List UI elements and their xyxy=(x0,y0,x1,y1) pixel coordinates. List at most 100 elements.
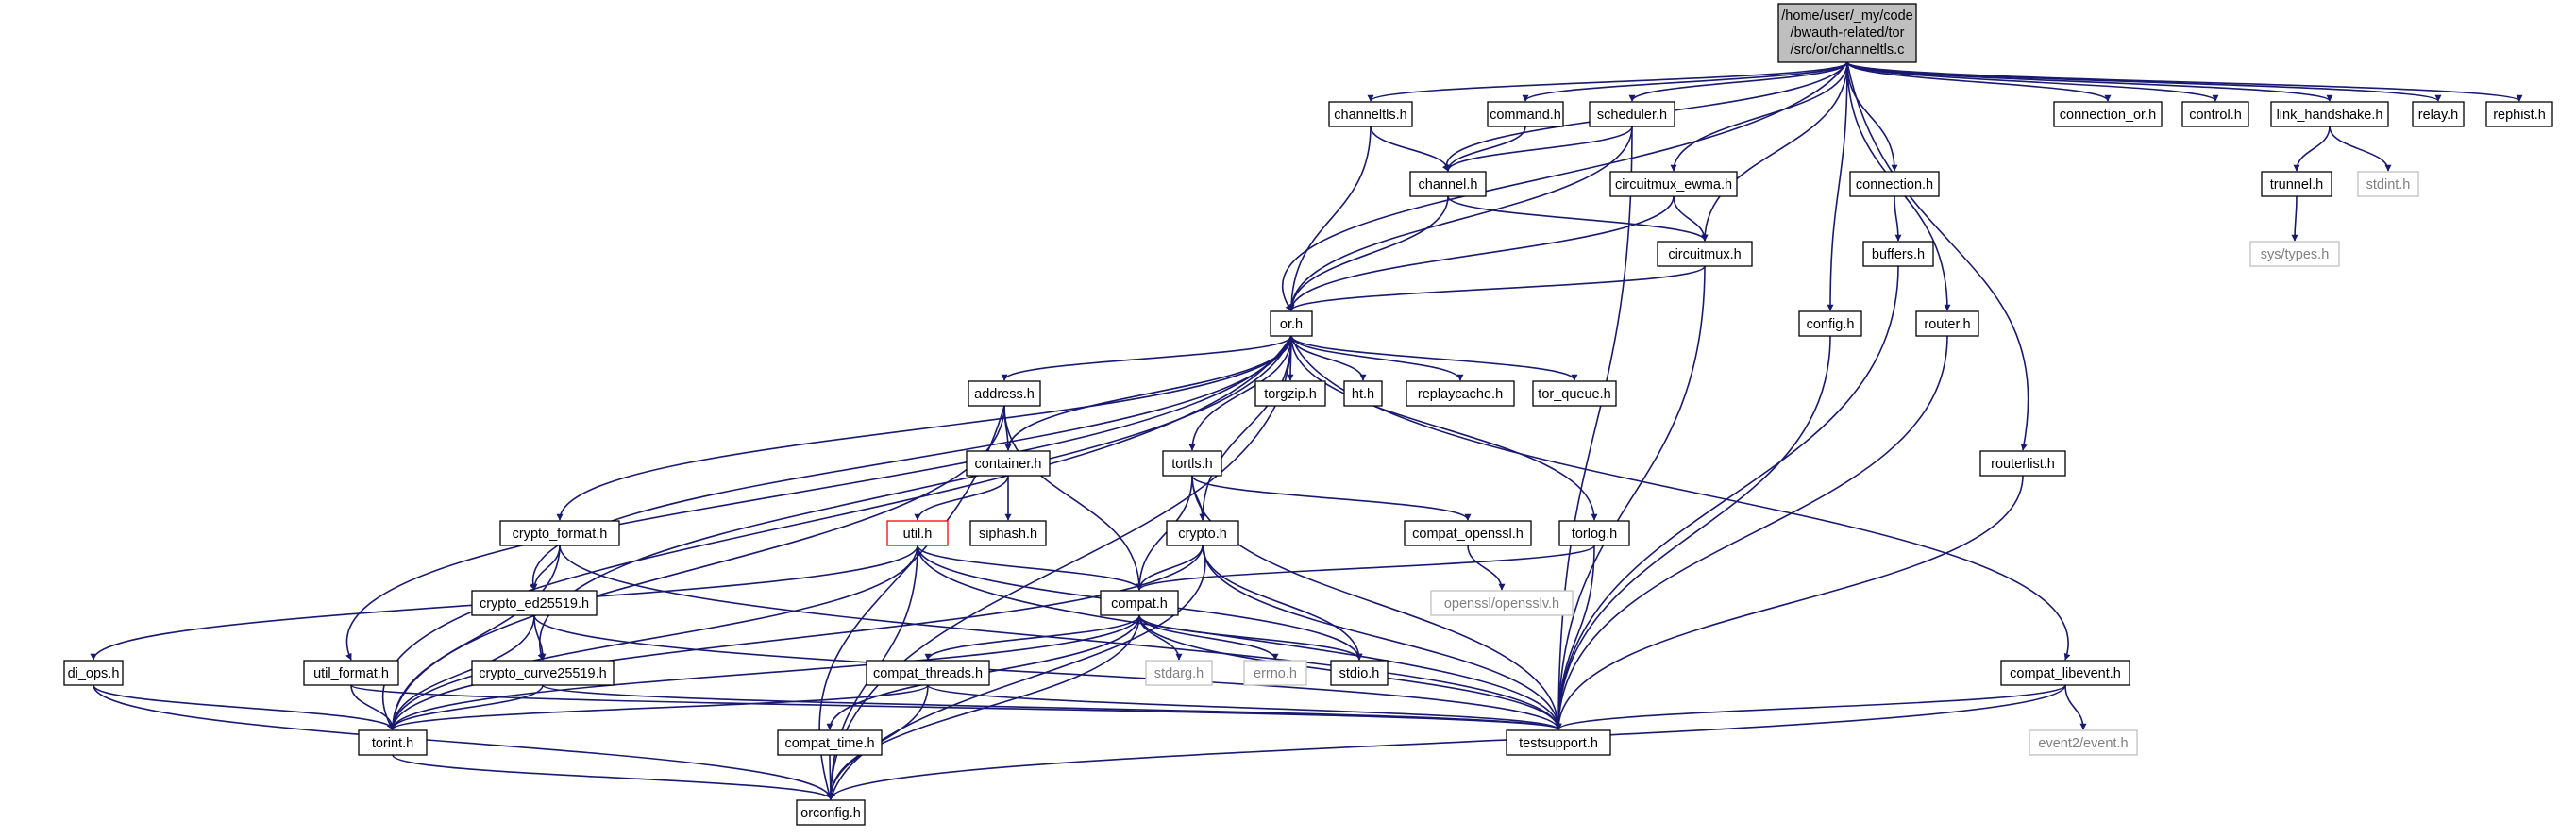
edge-root-to-rephist_h xyxy=(1846,61,2523,102)
node-testsupport-h[interactable]: testsupport.h xyxy=(1506,729,1611,756)
node-tortls-h[interactable]: tortls.h xyxy=(1162,450,1222,477)
edge-or_h-to-crypto_format_h xyxy=(556,335,1292,521)
node-torlog-h[interactable]: torlog.h xyxy=(1558,520,1630,546)
edge-circuitmux_h-to-or_h xyxy=(1288,265,1706,311)
node-buffers-h[interactable]: buffers.h xyxy=(1862,241,1934,267)
node-compat-time-h[interactable]: compat_time.h xyxy=(777,729,883,756)
node-routerlist-h[interactable]: routerlist.h xyxy=(1979,450,2066,477)
node-scheduler-h[interactable]: scheduler.h xyxy=(1589,101,1675,127)
node-control-h[interactable]: control.h xyxy=(2181,101,2249,127)
node-channeltls-h[interactable]: channeltls.h xyxy=(1328,101,1413,127)
edge-compat_libevent_h-to-orconfig_h xyxy=(827,684,2066,800)
node-label: config.h xyxy=(1807,317,1855,332)
node-compat-libevent-h[interactable]: compat_libevent.h xyxy=(2000,660,2130,686)
node-label: di_ops.h xyxy=(68,666,120,681)
node-channel-h[interactable]: channel.h xyxy=(1409,171,1487,197)
node-box xyxy=(1343,380,1383,407)
edge-command_h-to-channel_h xyxy=(1444,126,1526,172)
edge-root-to-connection_h xyxy=(1846,61,1898,172)
edge-or_h-to-tor_queue_h xyxy=(1290,335,1578,381)
edge-routerlist_h-to-testsupport_h xyxy=(1555,475,2024,730)
node-di-ops-h[interactable]: di_ops.h xyxy=(63,660,124,686)
edge-address_h-to-compat_h xyxy=(1003,405,1143,591)
node-compat-threads-h[interactable]: compat_threads.h xyxy=(866,660,990,686)
edge-or_h-to-address_h xyxy=(1001,335,1292,381)
node-link-handshake-h[interactable]: link_handshake.h xyxy=(2270,101,2389,127)
node-label: routerlist.h xyxy=(1991,457,2055,472)
node-opensslv-h: openssl/opensslv.h xyxy=(1430,590,1574,616)
node-box xyxy=(1406,380,1515,407)
edge-compat_h-to-errno_h xyxy=(1138,614,1279,661)
edge-root-to-relay_h xyxy=(1846,61,2442,102)
node-crypto-format-h[interactable]: crypto_format.h xyxy=(499,520,620,546)
node-box xyxy=(1506,729,1611,756)
node-torint-h[interactable]: torint.h xyxy=(358,729,428,756)
node-label: control.h xyxy=(2189,108,2242,123)
node-box xyxy=(2485,101,2553,127)
node-label: util_format.h xyxy=(313,666,389,681)
node-or-h[interactable]: or.h xyxy=(1270,310,1313,337)
node-connection-or-h[interactable]: connection_or.h xyxy=(2053,101,2163,127)
node-box xyxy=(358,729,428,756)
node-label: replaycache.h xyxy=(1418,387,1503,402)
edge-root-to-scheduler_h xyxy=(1628,61,1848,102)
node-box xyxy=(1145,660,1213,686)
node-siphash-h[interactable]: siphash.h xyxy=(969,520,1047,546)
node-label: sys/types.h xyxy=(2261,247,2330,262)
node-label: tortls.h xyxy=(1171,457,1213,472)
edge-crypto_ed25519_h-to-torint_h xyxy=(389,614,535,730)
node-box xyxy=(471,660,615,686)
edge-buffers_h-to-testsupport_h xyxy=(1555,265,1899,730)
node-box xyxy=(1430,590,1574,616)
node-label: connection_or.h xyxy=(2060,108,2156,123)
node-util-h[interactable]: util.h xyxy=(886,520,949,546)
node-box xyxy=(2029,729,2138,756)
node-crypto-h[interactable]: crypto.h xyxy=(1166,520,1239,546)
node-box xyxy=(2053,101,2163,127)
node-label: testsupport.h xyxy=(1519,736,1598,751)
node-label: address.h xyxy=(974,387,1035,402)
node-crypto-ed25519-h[interactable]: crypto_ed25519.h xyxy=(471,590,598,616)
node-box xyxy=(2249,241,2340,267)
node-label: orconfig.h xyxy=(800,806,861,821)
node-compat-openssl-h[interactable]: compat_openssl.h xyxy=(1404,520,1532,546)
node-config-h[interactable]: config.h xyxy=(1798,310,1862,337)
node-sys-types-h: sys/types.h xyxy=(2249,241,2340,267)
node-relay-h[interactable]: relay.h xyxy=(2412,101,2465,127)
node-tor-queue-h[interactable]: tor_queue.h xyxy=(1532,380,1617,407)
node-command-h[interactable]: command.h xyxy=(1487,101,1564,127)
node-label: connection.h xyxy=(1856,177,1933,193)
root-node[interactable]: /home/user/_my/code/bwauth-related/tor/s… xyxy=(1777,3,1917,63)
node-box xyxy=(1254,380,1326,407)
node-stdio-h[interactable]: stdio.h xyxy=(1330,660,1389,686)
node-circuitmux-h[interactable]: circuitmux.h xyxy=(1657,241,1753,267)
node-circuitmux-ewma-h[interactable]: circuitmux_ewma.h xyxy=(1609,171,1738,197)
node-util-format-h[interactable]: util_format.h xyxy=(303,660,399,686)
edge-torint_h-to-orconfig_h xyxy=(392,754,834,800)
node-label: relay.h xyxy=(2418,108,2458,123)
node-compat-h[interactable]: compat.h xyxy=(1100,590,1179,616)
node-label: crypto.h xyxy=(1178,527,1227,542)
node-box xyxy=(2000,660,2130,686)
node-ht-h[interactable]: ht.h xyxy=(1343,380,1383,407)
node-torgzip-h[interactable]: torgzip.h xyxy=(1254,380,1326,407)
node-replaycache-h[interactable]: replaycache.h xyxy=(1406,380,1515,407)
node-label: channeltls.h xyxy=(1334,108,1406,123)
node-box xyxy=(966,450,1051,477)
node-label: /src/or/channeltls.c xyxy=(1791,42,1905,58)
node-container-h[interactable]: container.h xyxy=(966,450,1051,477)
node-label: container.h xyxy=(975,457,1042,472)
edge-di_ops_h-to-orconfig_h xyxy=(93,684,834,800)
node-orconfig-h[interactable]: orconfig.h xyxy=(796,799,866,826)
node-trunnel-h[interactable]: trunnel.h xyxy=(2261,171,2332,197)
node-address-h[interactable]: address.h xyxy=(968,380,1041,407)
node-connection-h[interactable]: connection.h xyxy=(1849,171,1940,197)
node-router-h[interactable]: router.h xyxy=(1915,310,1979,337)
node-crypto-curve25519-h[interactable]: crypto_curve25519.h xyxy=(471,660,615,686)
node-label: openssl/opensslv.h xyxy=(1444,596,1559,612)
node-box xyxy=(2181,101,2249,127)
edge-container_h-to-util_h xyxy=(914,475,1009,521)
node-rephist-h[interactable]: rephist.h xyxy=(2485,101,2553,127)
node-label: circuitmux.h xyxy=(1668,247,1741,262)
